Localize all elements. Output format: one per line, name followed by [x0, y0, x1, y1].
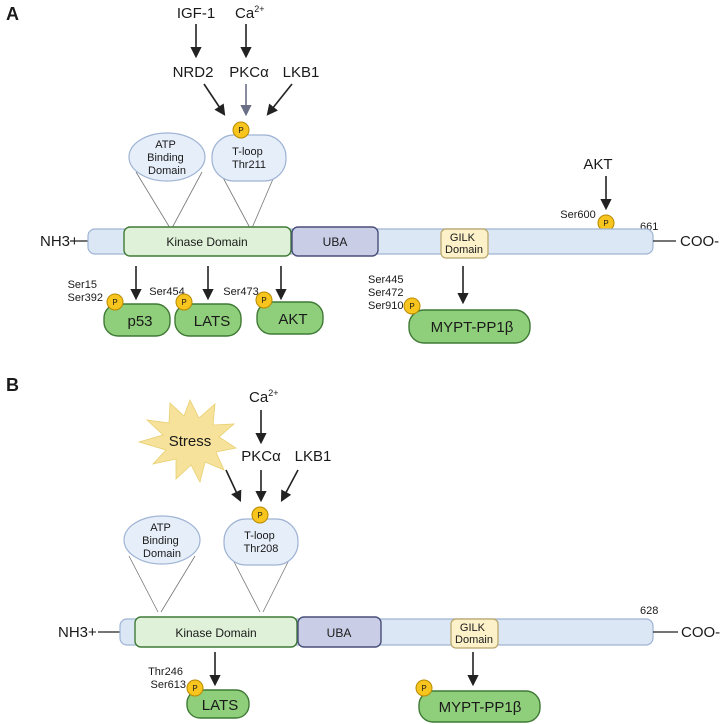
pkc-label-b: PKCα — [241, 448, 281, 465]
tloop-bubble-b — [223, 518, 299, 566]
lats-b-label: LATS — [202, 697, 238, 714]
nrd2-label: NRD2 — [173, 64, 214, 81]
cterm-a-label: COO- — [680, 233, 719, 250]
mypt-target-a — [408, 309, 531, 344]
kinase-domain-a — [123, 226, 292, 257]
cterm-b-label: COO- — [681, 624, 720, 641]
arrow-stress-tloop — [225, 469, 242, 503]
mypt-target-b — [418, 690, 541, 723]
stress-label: Stress — [169, 433, 212, 450]
akt-target-label: AKT — [278, 311, 307, 328]
phospho-mypt-b — [415, 679, 433, 697]
tloop-bubble-tail-right-b — [262, 555, 292, 613]
phospho-lats-b — [186, 679, 204, 697]
phospho-akt — [255, 291, 273, 309]
tloop-bubble-text-a: T-loop Thr211 — [232, 146, 266, 171]
lats-a-sites: Ser454 — [149, 286, 184, 298]
arrow-nrd2-tloop — [203, 83, 226, 116]
lats-target-a — [174, 303, 242, 337]
uba-domain-a — [291, 226, 379, 257]
tloop-bubble-tail-right-a — [251, 171, 277, 229]
phospho-tloop-b — [251, 506, 269, 524]
gilk-domain-b — [450, 618, 499, 649]
mypt-b-label: MYPT-PP1β — [439, 699, 522, 716]
p53-label: p53 — [127, 313, 152, 330]
uba-domain-b-label: UBA — [327, 626, 352, 640]
tloop-bubble-tail-left-b — [230, 555, 261, 613]
tloop-bubble-tail-left-a — [219, 171, 251, 229]
kinase-domain-a-label: Kinase Domain — [166, 235, 247, 249]
kinase-domain-b-label: Kinase Domain — [175, 626, 256, 640]
atp-bubble-tail-right-b — [160, 555, 196, 613]
atp-bubble-tail-right-a — [171, 171, 203, 229]
nterm-a-label: NH3+ — [40, 233, 79, 250]
phospho-lats-a — [175, 293, 193, 311]
phospho-tloop-a — [232, 121, 250, 139]
akt-target — [256, 301, 324, 335]
phospho-mypt-b-label: P — [421, 684, 426, 693]
p53-target — [103, 303, 171, 337]
phospho-p53-label: P — [112, 298, 117, 307]
phospho-mypt-a — [403, 297, 421, 315]
gilk-domain-b-label: GILK Domain — [455, 622, 493, 646]
phospho-tloop-b-label: P — [257, 511, 262, 520]
phospho-p53 — [106, 293, 124, 311]
uba-domain-b — [297, 616, 382, 648]
ser600-label: Ser600 — [560, 209, 595, 221]
mypt-a-sites: Ser445 Ser472 Ser910 — [368, 274, 407, 312]
phospho-akt-label: P — [261, 296, 266, 305]
phospho-mypt-a-label: P — [409, 302, 414, 311]
igf1-label: IGF-1 — [177, 5, 215, 22]
nterm-b-label: NH3+ — [58, 624, 97, 641]
stress-burst — [137, 399, 238, 484]
lkb1-label-b: LKB1 — [295, 448, 332, 465]
pkc-label-a: PKCα — [229, 64, 269, 81]
atp-bubble-text-a: ATP Binding Domain — [147, 139, 187, 177]
gilk-domain-a-label: GILK Domain — [445, 232, 483, 256]
tloop-bubble-a — [211, 134, 287, 182]
lats-a-label: LATS — [194, 313, 230, 330]
lats-b-sites: Thr246 Ser613 — [148, 666, 186, 691]
p53-sites: Ser15 Ser392 — [68, 279, 103, 304]
kinase-domain-b — [134, 616, 298, 648]
panel-a-label: A — [6, 4, 19, 24]
phospho-lats-b-label: P — [192, 684, 197, 693]
lkb1-label-a: LKB1 — [283, 64, 320, 81]
ca-label-b: Ca2+ — [249, 388, 278, 406]
arrow-lkb1-tloop-a — [266, 83, 293, 116]
atp-bubble-tail-left-a — [135, 171, 171, 229]
uba-domain-a-label: UBA — [323, 235, 348, 249]
panel-b-label: B — [6, 375, 19, 395]
atp-binding-bubble-a — [128, 132, 206, 182]
gilk-domain-a — [440, 228, 489, 259]
ca-label-a: Ca2+ — [235, 4, 264, 22]
arrow-lkb1-tloop-b — [280, 469, 299, 502]
tloop-bubble-text-b: T-loop Thr208 — [244, 530, 279, 555]
lats-target-b — [186, 689, 250, 719]
length-b-label: 628 — [640, 605, 658, 617]
phospho-ser600-label: P — [603, 219, 608, 228]
phospho-tloop-a-label: P — [238, 126, 243, 135]
atp-binding-bubble-b — [123, 515, 201, 565]
phospho-lats-a-label: P — [181, 298, 186, 307]
atp-bubble-tail-left-b — [128, 555, 159, 613]
akt-upstream-label: AKT — [583, 156, 612, 173]
mypt-a-label: MYPT-PP1β — [431, 319, 514, 336]
atp-bubble-text-b: ATP Binding Domain — [142, 522, 182, 560]
akt-target-sites: Ser473 — [223, 286, 258, 298]
